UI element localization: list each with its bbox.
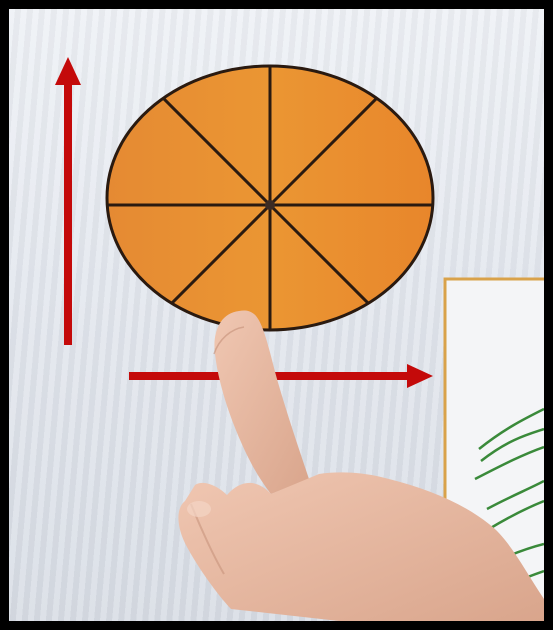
horizontal-arrow bbox=[129, 364, 433, 388]
index-finger bbox=[214, 310, 309, 494]
screen-scene bbox=[9, 9, 544, 621]
fraction-center-dot bbox=[265, 200, 275, 210]
thumb-nail bbox=[187, 501, 211, 517]
arrow-right-icon bbox=[407, 364, 433, 388]
touch-screen bbox=[9, 9, 544, 621]
vertical-arrow bbox=[55, 57, 81, 345]
fraction-circle[interactable] bbox=[107, 66, 433, 330]
arrow-up-icon bbox=[55, 57, 81, 85]
